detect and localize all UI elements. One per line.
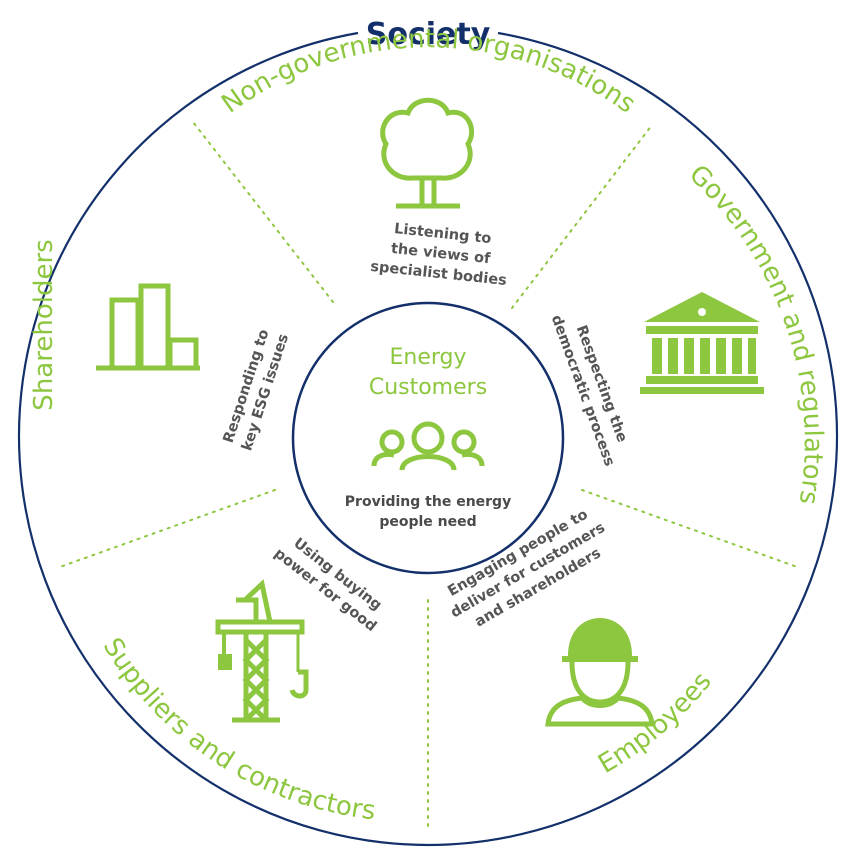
divider-ngo-government [511, 124, 653, 309]
divider-government-employees [581, 489, 801, 569]
bar-chart-icon [96, 283, 200, 371]
center-title-line2: Customers [369, 375, 487, 400]
society-title: Society [366, 17, 491, 52]
crane-icon [215, 579, 309, 723]
inner-circle [291, 301, 565, 575]
desc-ngo: Listening to the views of specialist bod… [370, 221, 508, 289]
worker-hardhat-icon [545, 618, 655, 727]
center-subtitle-line2: people need [379, 514, 476, 530]
divider-suppliers-shareholders [56, 489, 276, 569]
tree-icon [380, 97, 475, 209]
people-group-icon [371, 421, 485, 471]
divider-shareholders-ngo [192, 121, 334, 303]
label-ngo: Non-governmental organisations [216, 24, 640, 119]
outer-circle [17, 31, 839, 846]
center-title-line1: Energy [389, 345, 466, 370]
desc-shareholders: Responding to key ESG issues [221, 328, 292, 453]
label-shareholders: Shareholders [29, 239, 59, 410]
center-subtitle-line1: Providing the energy [345, 494, 511, 510]
government-building-icon [640, 292, 764, 394]
